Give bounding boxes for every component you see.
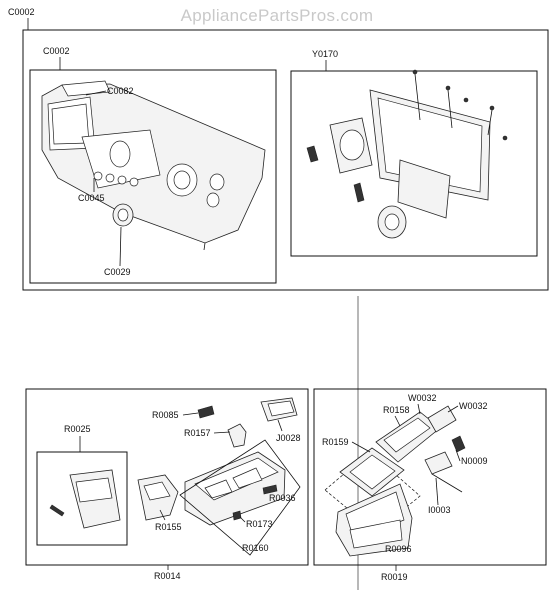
label-r0014: R0014 bbox=[154, 571, 181, 581]
label-w0032a: W0032 bbox=[408, 393, 437, 403]
label-r0019: R0019 bbox=[381, 572, 408, 582]
part-r0157 bbox=[227, 423, 247, 448]
label-knob-ring: C0045 bbox=[78, 193, 105, 203]
bottom-right-group-box bbox=[313, 388, 547, 566]
drawer-handle-box bbox=[36, 451, 128, 546]
label-w0032b: W0032 bbox=[459, 401, 488, 411]
dispenser-housing-part bbox=[339, 405, 466, 497]
dispenser-dashed-frame bbox=[324, 451, 421, 533]
label-display-pcb: C0082 bbox=[107, 86, 134, 96]
label-n0009: N0009 bbox=[461, 456, 488, 466]
knob-part bbox=[112, 203, 134, 227]
bracket-r0155-part bbox=[137, 474, 179, 521]
part-r0085 bbox=[197, 405, 215, 419]
label-drawer-handle-group: R0025 bbox=[64, 424, 91, 434]
top-group-box bbox=[22, 29, 549, 291]
label-r0159: R0159 bbox=[322, 437, 349, 447]
label-r0036: R0036 bbox=[269, 493, 296, 503]
label-r0160: R0160 bbox=[242, 543, 269, 553]
label-r0155: R0155 bbox=[155, 522, 182, 532]
label-knob: C0029 bbox=[104, 267, 131, 277]
drawer-handle-part bbox=[49, 469, 121, 529]
label-panel-group: C0002 bbox=[43, 46, 70, 56]
bottom-left-group-box bbox=[25, 388, 309, 566]
part-r0036 bbox=[262, 484, 278, 495]
part-r0173 bbox=[232, 510, 242, 521]
label-outer-group: C0002 bbox=[8, 7, 35, 17]
label-i0003: I0003 bbox=[428, 505, 451, 515]
control-panel-part bbox=[41, 80, 266, 251]
watermark-text: AppliancePartsPros.com bbox=[180, 6, 374, 25]
drawer-callout-frame bbox=[179, 439, 301, 556]
pcb-assembly-part bbox=[306, 69, 508, 239]
label-r0085: R0085 bbox=[152, 410, 179, 420]
label-j0028: J0028 bbox=[276, 433, 301, 443]
panel-group-box bbox=[29, 69, 277, 284]
label-r0158: R0158 bbox=[383, 405, 410, 415]
label-pcb-assembly: Y0170 bbox=[312, 49, 338, 59]
detergent-drawer-part bbox=[184, 451, 286, 526]
label-r0157: R0157 bbox=[184, 428, 211, 438]
label-r0173: R0173 bbox=[246, 519, 273, 529]
label-r0096: R0096 bbox=[385, 544, 412, 554]
dispenser-tray-part bbox=[335, 483, 413, 557]
